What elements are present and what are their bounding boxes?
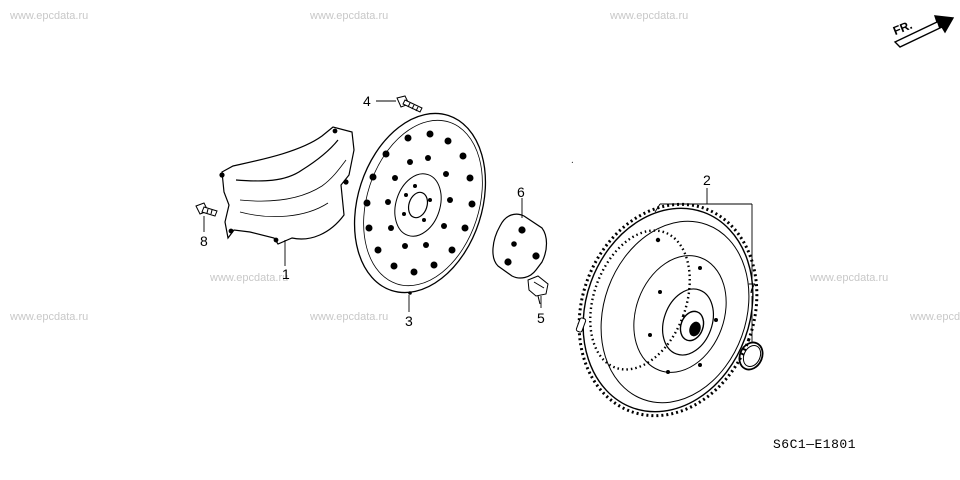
watermark: www.epcdata.ru: [10, 311, 89, 323]
watermark: www.epcdata.ru: [310, 311, 389, 323]
callout-2: 2: [703, 172, 711, 188]
callout-3: 3: [405, 313, 413, 329]
callout-4: 4: [363, 93, 371, 109]
watermark: www.epcdata.ru: [610, 10, 689, 22]
torque-converter-part: [575, 202, 759, 418]
front-direction-arrow-icon: [893, 15, 955, 48]
drive-plate-part: [353, 112, 487, 295]
bolt-part-8: [195, 202, 218, 217]
washer-plate-part: [492, 213, 548, 279]
diagram-code: S6C1—E1801: [773, 437, 857, 452]
callout-8: 8: [200, 233, 208, 249]
callout-1: 1: [282, 266, 290, 282]
watermark: www.epcdata.ru: [310, 10, 389, 22]
o-ring-part: [738, 341, 764, 371]
watermark: www.epcdata.ru: [910, 311, 960, 323]
leader-lines: [203, 100, 753, 343]
callout-6: 6: [517, 184, 525, 200]
watermark: www.epcdata.ru: [810, 272, 889, 284]
watermark: www.epcdata.ru: [210, 272, 289, 284]
bolt-part-4: [396, 95, 423, 113]
callout-7: 7: [748, 280, 756, 296]
bolt-part-5: [527, 275, 549, 305]
cover-plate-part: [219, 126, 355, 245]
watermark: www.epcdata.ru: [10, 10, 89, 22]
callout-5: 5: [537, 310, 545, 326]
